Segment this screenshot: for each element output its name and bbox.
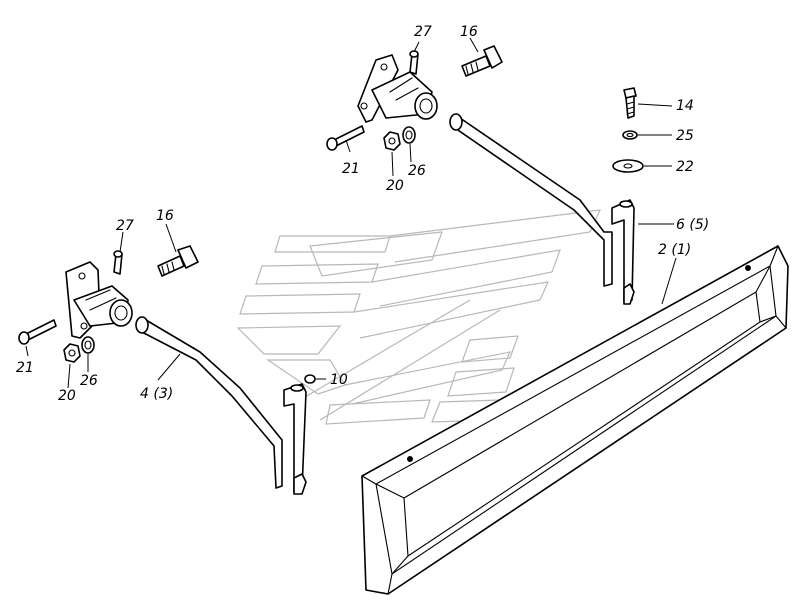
- cotter-pin-left: [113, 250, 123, 275]
- washer-left: [81, 336, 95, 354]
- callout-4-3: 4 (3): [140, 386, 173, 402]
- bolt-14: [623, 87, 637, 119]
- pin-left: [18, 319, 57, 345]
- bolt-left: [157, 245, 199, 277]
- cotter-pin-top: [409, 50, 419, 75]
- bracket-top: [357, 54, 438, 123]
- callout-10: 10: [330, 372, 348, 388]
- washer-top: [402, 126, 416, 144]
- callout-21-left: 21: [16, 360, 34, 376]
- callout-27-left: 27: [116, 218, 134, 234]
- nut-top: [383, 131, 401, 151]
- frame-2: [361, 245, 789, 595]
- callout-6-5: 6 (5): [676, 217, 709, 233]
- bracket-left: [65, 261, 133, 339]
- callout-25: 25: [676, 128, 694, 144]
- callout-20-top: 20: [386, 178, 404, 194]
- spring-washer: [622, 130, 638, 140]
- callout-16-top: 16: [460, 24, 478, 40]
- leader-lines: [25, 37, 677, 389]
- callout-26-left: 26: [80, 373, 98, 389]
- callout-16-left: 16: [156, 208, 174, 224]
- callout-20-left: 20: [58, 388, 76, 404]
- callout-26-top: 26: [408, 163, 426, 179]
- plug-10: [304, 374, 316, 384]
- callout-2-1: 2 (1): [658, 242, 691, 258]
- callout-22: 22: [676, 159, 694, 175]
- flat-washer: [612, 159, 644, 173]
- rod-left: [135, 316, 307, 495]
- callout-14: 14: [676, 98, 694, 114]
- rod-upper: [449, 113, 635, 305]
- bolt-top: [461, 45, 503, 77]
- callout-21-top: 21: [342, 161, 360, 177]
- nut-left: [63, 343, 81, 363]
- pin-top: [326, 125, 365, 151]
- callout-27-top: 27: [414, 24, 432, 40]
